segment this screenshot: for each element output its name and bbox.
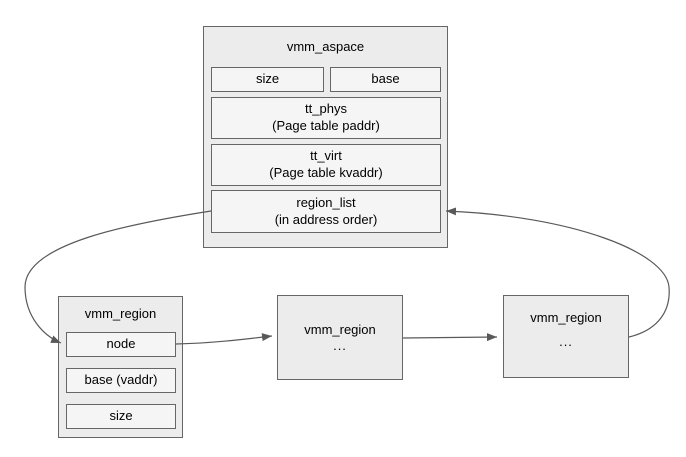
region-base-label: base (vaddr) [84,372,158,388]
vmm-region-detail-box: vmm_region node base (vaddr) size [58,296,183,438]
region-node-field: node [66,332,176,357]
aspace-size-label: size [255,71,280,87]
region-size-field: size [66,404,176,429]
aspace-size-field: size [211,67,324,92]
region-node-label: node [106,336,136,352]
tt-phys-desc: (Page table paddr) [272,118,380,133]
vmm-region-right-title: vmm_region [530,310,602,325]
tt-virt-desc: (Page table kvaddr) [269,165,383,180]
region-size-label: size [109,408,133,424]
tt-phys-name: tt_phys [305,101,347,117]
vmm-region-mid-box: vmm_region ... [277,295,403,380]
connector-region2-to-region3 [402,333,498,342]
vmm-aspace-title: vmm_aspace [286,39,365,54]
region-list-name: region_list [296,194,356,210]
tt-virt-name: tt_virt [310,148,342,164]
aspace-base-field: base [330,67,441,92]
aspace-tt-phys-field: tt_phys (Page table paddr) [211,97,441,139]
vmm-aspace-box: vmm_aspace size base tt_phys (Page table… [203,26,448,248]
region-base-field: base (vaddr) [66,368,176,393]
vmm-region-mid-title: vmm_region [304,322,376,337]
vmm-region-detail-title: vmm_region [84,306,157,321]
aspace-region-list-field: region_list (in address order) [211,190,441,233]
vmm-region-right-box: vmm_region ... [503,295,629,378]
connector-node-to-region2 [175,333,273,345]
region-list-desc: (in address order) [274,211,378,227]
vmm-region-right-ellipsis: ... [559,334,573,349]
aspace-base-label: base [371,71,400,87]
aspace-tt-virt-field: tt_virt (Page table kvaddr) [211,144,441,186]
vmm-region-mid-ellipsis: ... [333,338,347,353]
